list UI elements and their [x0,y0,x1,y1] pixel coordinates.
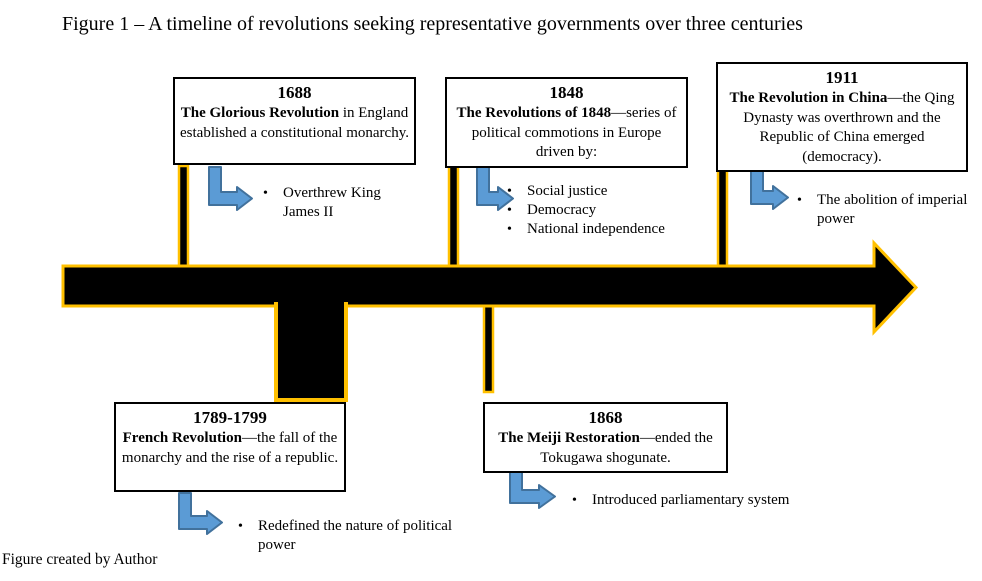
tick-1868 [482,304,495,394]
event-description-bold: French Revolution [122,430,242,446]
event-box-1688: 1688 The Glorious Revolution in England … [173,77,416,165]
tick-1911 [716,165,729,268]
bullet-list-1911: • The abolition of imperial power [790,191,982,229]
bullet-icon: • [263,186,268,201]
list-item: • Introduced parliamentary system [565,491,820,510]
event-description-rest: —the fall of the monarchy and the rise o… [121,430,339,466]
bullet-icon: • [507,184,512,199]
event-description-bold: The Revolution in China [729,90,888,106]
event-description: The Meiji Restoration—ended the Tokugawa… [490,429,721,468]
list-item: • Redefined the nature of political powe… [231,517,457,555]
event-box-1868: 1868 The Meiji Restoration—ended the Tok… [483,402,728,473]
event-description-bold: The Revolutions of 1848 [456,105,612,121]
event-year: 1911 [825,68,859,87]
event-box-1848: 1848 The Revolutions of 1848—series of p… [445,77,688,168]
elbow-arrow-1688-icon [208,166,253,211]
elbow-arrow-1848-icon [476,166,514,211]
event-year: 1789-1799 [193,408,267,427]
event-description-rest: —ended the Tokugawa shogunate. [540,430,713,466]
bullet-text: Democracy [527,202,597,218]
timeline-arrow [61,239,919,336]
event-year: 1688 [277,83,312,102]
bullet-icon: • [572,493,577,508]
bullet-text: Social justice [527,183,608,199]
elbow-arrow-1911-icon [750,167,789,210]
bullet-text: Introduced parliamentary system [592,492,790,508]
figure-credit: Figure created by Author [2,551,158,568]
bullet-icon: • [507,222,512,237]
tick-1848 [447,164,460,268]
event-description-bold: The Glorious Revolution [180,105,340,121]
event-description-bold: The Meiji Restoration [498,430,640,446]
bullet-icon: • [797,193,802,208]
event-box-1911: 1911 The Revolution in China—the Qing Dy… [716,62,968,172]
tick-1688 [177,164,190,268]
event-description: The Revolution in China—the Qing Dynasty… [723,89,961,167]
event-box-1789: 1789-1799 French Revolution—the fall of … [114,402,346,492]
elbow-arrow-1868-icon [509,468,556,509]
bullet-text: The abolition of imperial power [817,192,968,227]
event-description: French Revolution—the fall of the monarc… [121,429,339,468]
list-item: • The abolition of imperial power [790,191,982,229]
bullet-icon: • [507,203,512,218]
bullet-list-1848: • Social justice • Democracy • National … [500,182,695,239]
event-year: 1868 [588,408,623,427]
bullet-text: National independence [527,221,665,237]
list-item: • National independence [500,220,695,239]
event-description-rest: in England established a constitutional … [180,105,409,141]
bullet-list-1868: • Introduced parliamentary system [565,491,820,510]
figure-title: Figure 1 – A timeline of revolutions see… [62,13,803,35]
bullet-text: Overthrew King James II [283,185,381,220]
bullet-list-1789: • Redefined the nature of political powe… [231,517,457,555]
bullet-text: Redefined the nature of political power [258,518,453,553]
connector-1789 [274,302,348,402]
elbow-arrow-1789-icon [178,492,223,535]
event-description-rest: —series of political commotions in Europ… [471,105,677,160]
list-item: • Social justice [500,182,695,201]
bullet-list-1688: • Overthrew King James II [256,184,397,222]
list-item: • Overthrew King James II [256,184,397,222]
list-item: • Democracy [500,201,695,220]
event-year: 1848 [549,83,584,102]
event-description: The Glorious Revolution in England estab… [180,104,409,143]
event-description-rest: —the Qing Dynasty was overthrown and the… [743,90,955,165]
bullet-icon: • [238,519,243,534]
event-description: The Revolutions of 1848—series of politi… [452,104,681,163]
